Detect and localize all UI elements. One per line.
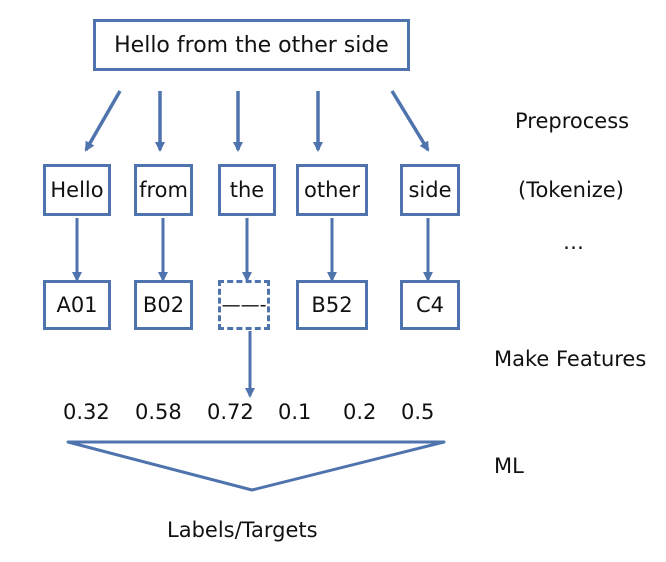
code-text: B02 <box>142 293 185 317</box>
feature-value: 0.72 <box>207 400 254 424</box>
token-text: Hello <box>50 178 104 202</box>
token-box-hello: Hello <box>43 164 111 216</box>
code-text: B52 <box>311 293 353 317</box>
feature-value: 0.1 <box>278 400 312 424</box>
token-box-from: from <box>134 164 193 216</box>
feature-value: 0.58 <box>135 400 182 424</box>
sentence-text: Hello from the other side <box>114 32 389 58</box>
arrow-sentence-to-side <box>390 90 430 152</box>
code-text: ——- <box>221 294 267 316</box>
token-text: side <box>408 178 452 202</box>
feature-value: 0.32 <box>63 400 110 424</box>
token-box-the: the <box>218 164 276 216</box>
stage-label-ml: ML <box>494 454 524 478</box>
arrow-sentence-to-hello <box>84 90 122 152</box>
stage-label-make-features: Make Features <box>494 347 647 371</box>
stage-label-tokenize: (Tokenize) <box>518 178 624 202</box>
token-text: other <box>304 178 360 202</box>
feature-value: 0.5 <box>401 400 435 424</box>
token-text: from <box>139 178 188 202</box>
token-box-side: side <box>400 164 460 216</box>
code-text: A01 <box>56 293 98 317</box>
ml-funnel <box>66 440 446 492</box>
code-box-from: B02 <box>134 280 193 330</box>
stage-label-preprocess: Preprocess <box>515 109 630 133</box>
sentence-box: Hello from the other side <box>93 19 410 71</box>
stage-label-ellipsis: … <box>563 230 584 254</box>
token-text: the <box>229 178 265 202</box>
feature-value: 0.2 <box>343 400 377 424</box>
code-box-other: B52 <box>296 280 368 330</box>
code-text: C4 <box>415 293 445 317</box>
token-box-other: other <box>296 164 368 216</box>
code-box-side: C4 <box>400 280 460 330</box>
output-label: Labels/Targets <box>167 518 318 542</box>
code-box-the-unknown: ——- <box>218 280 270 330</box>
code-box-hello: A01 <box>43 280 111 330</box>
